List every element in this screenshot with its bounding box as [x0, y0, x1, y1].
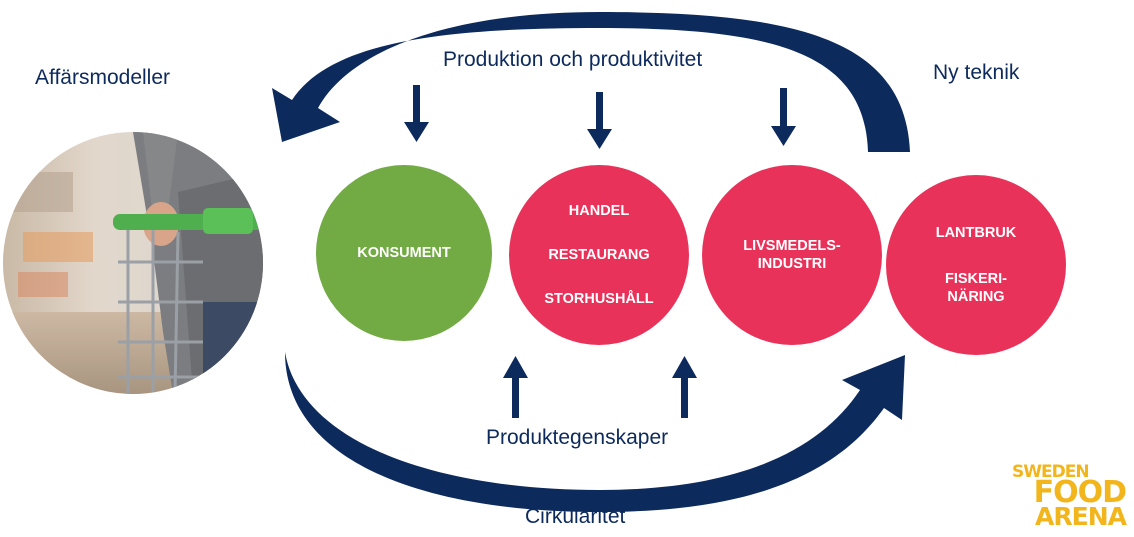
circle-lant-line: FISKERI- — [944, 270, 1008, 287]
circle-handel-line: STORHUSHÅLL — [544, 291, 654, 308]
circle-handel-line: RESTAURANG — [548, 246, 650, 263]
label-cirkularitet: Cirkuläritet — [525, 505, 626, 528]
bottom-curved-arrow — [285, 352, 905, 512]
up-arrow — [672, 356, 697, 418]
down-arrow — [587, 92, 612, 149]
circle-livs-line: INDUSTRI — [757, 256, 827, 272]
circle-livs-line: LIVSMEDELS- — [743, 237, 841, 254]
down-arrow — [771, 88, 796, 146]
label-produktion: Produktion och produktivitet — [443, 48, 703, 71]
circle-lant-line: NÄRING — [947, 289, 1005, 306]
logo-line: ARENA — [1035, 502, 1127, 531]
label-affarsmodeller: Affärsmodeller — [35, 66, 171, 89]
down-arrow — [404, 85, 429, 142]
sweden-food-arena-logo: SWEDEN FOOD ARENA — [1010, 462, 1130, 532]
circle-lant-line: LANTBRUK — [935, 224, 1017, 241]
logo-line: SWEDEN — [1012, 462, 1090, 482]
circle-handel: HANDEL RESTAURANG STORHUSHÅLL — [509, 165, 689, 345]
circle-konsument-label: KONSUMENT — [357, 244, 451, 261]
circle-livsmedelsindustri: LIVSMEDELS- INDUSTRI — [702, 165, 882, 345]
label-produktegenskaper: Produktegenskaper — [486, 426, 669, 449]
circle-konsument: KONSUMENT — [316, 165, 492, 341]
circle-handel-line: HANDEL — [568, 202, 630, 219]
up-arrow — [503, 356, 528, 418]
circle-lantbruk: LANTBRUK FISKERI- NÄRING — [886, 175, 1066, 355]
logo-line: FOOD — [1033, 475, 1127, 510]
label-ny-teknik: Ny teknik — [933, 61, 1020, 84]
